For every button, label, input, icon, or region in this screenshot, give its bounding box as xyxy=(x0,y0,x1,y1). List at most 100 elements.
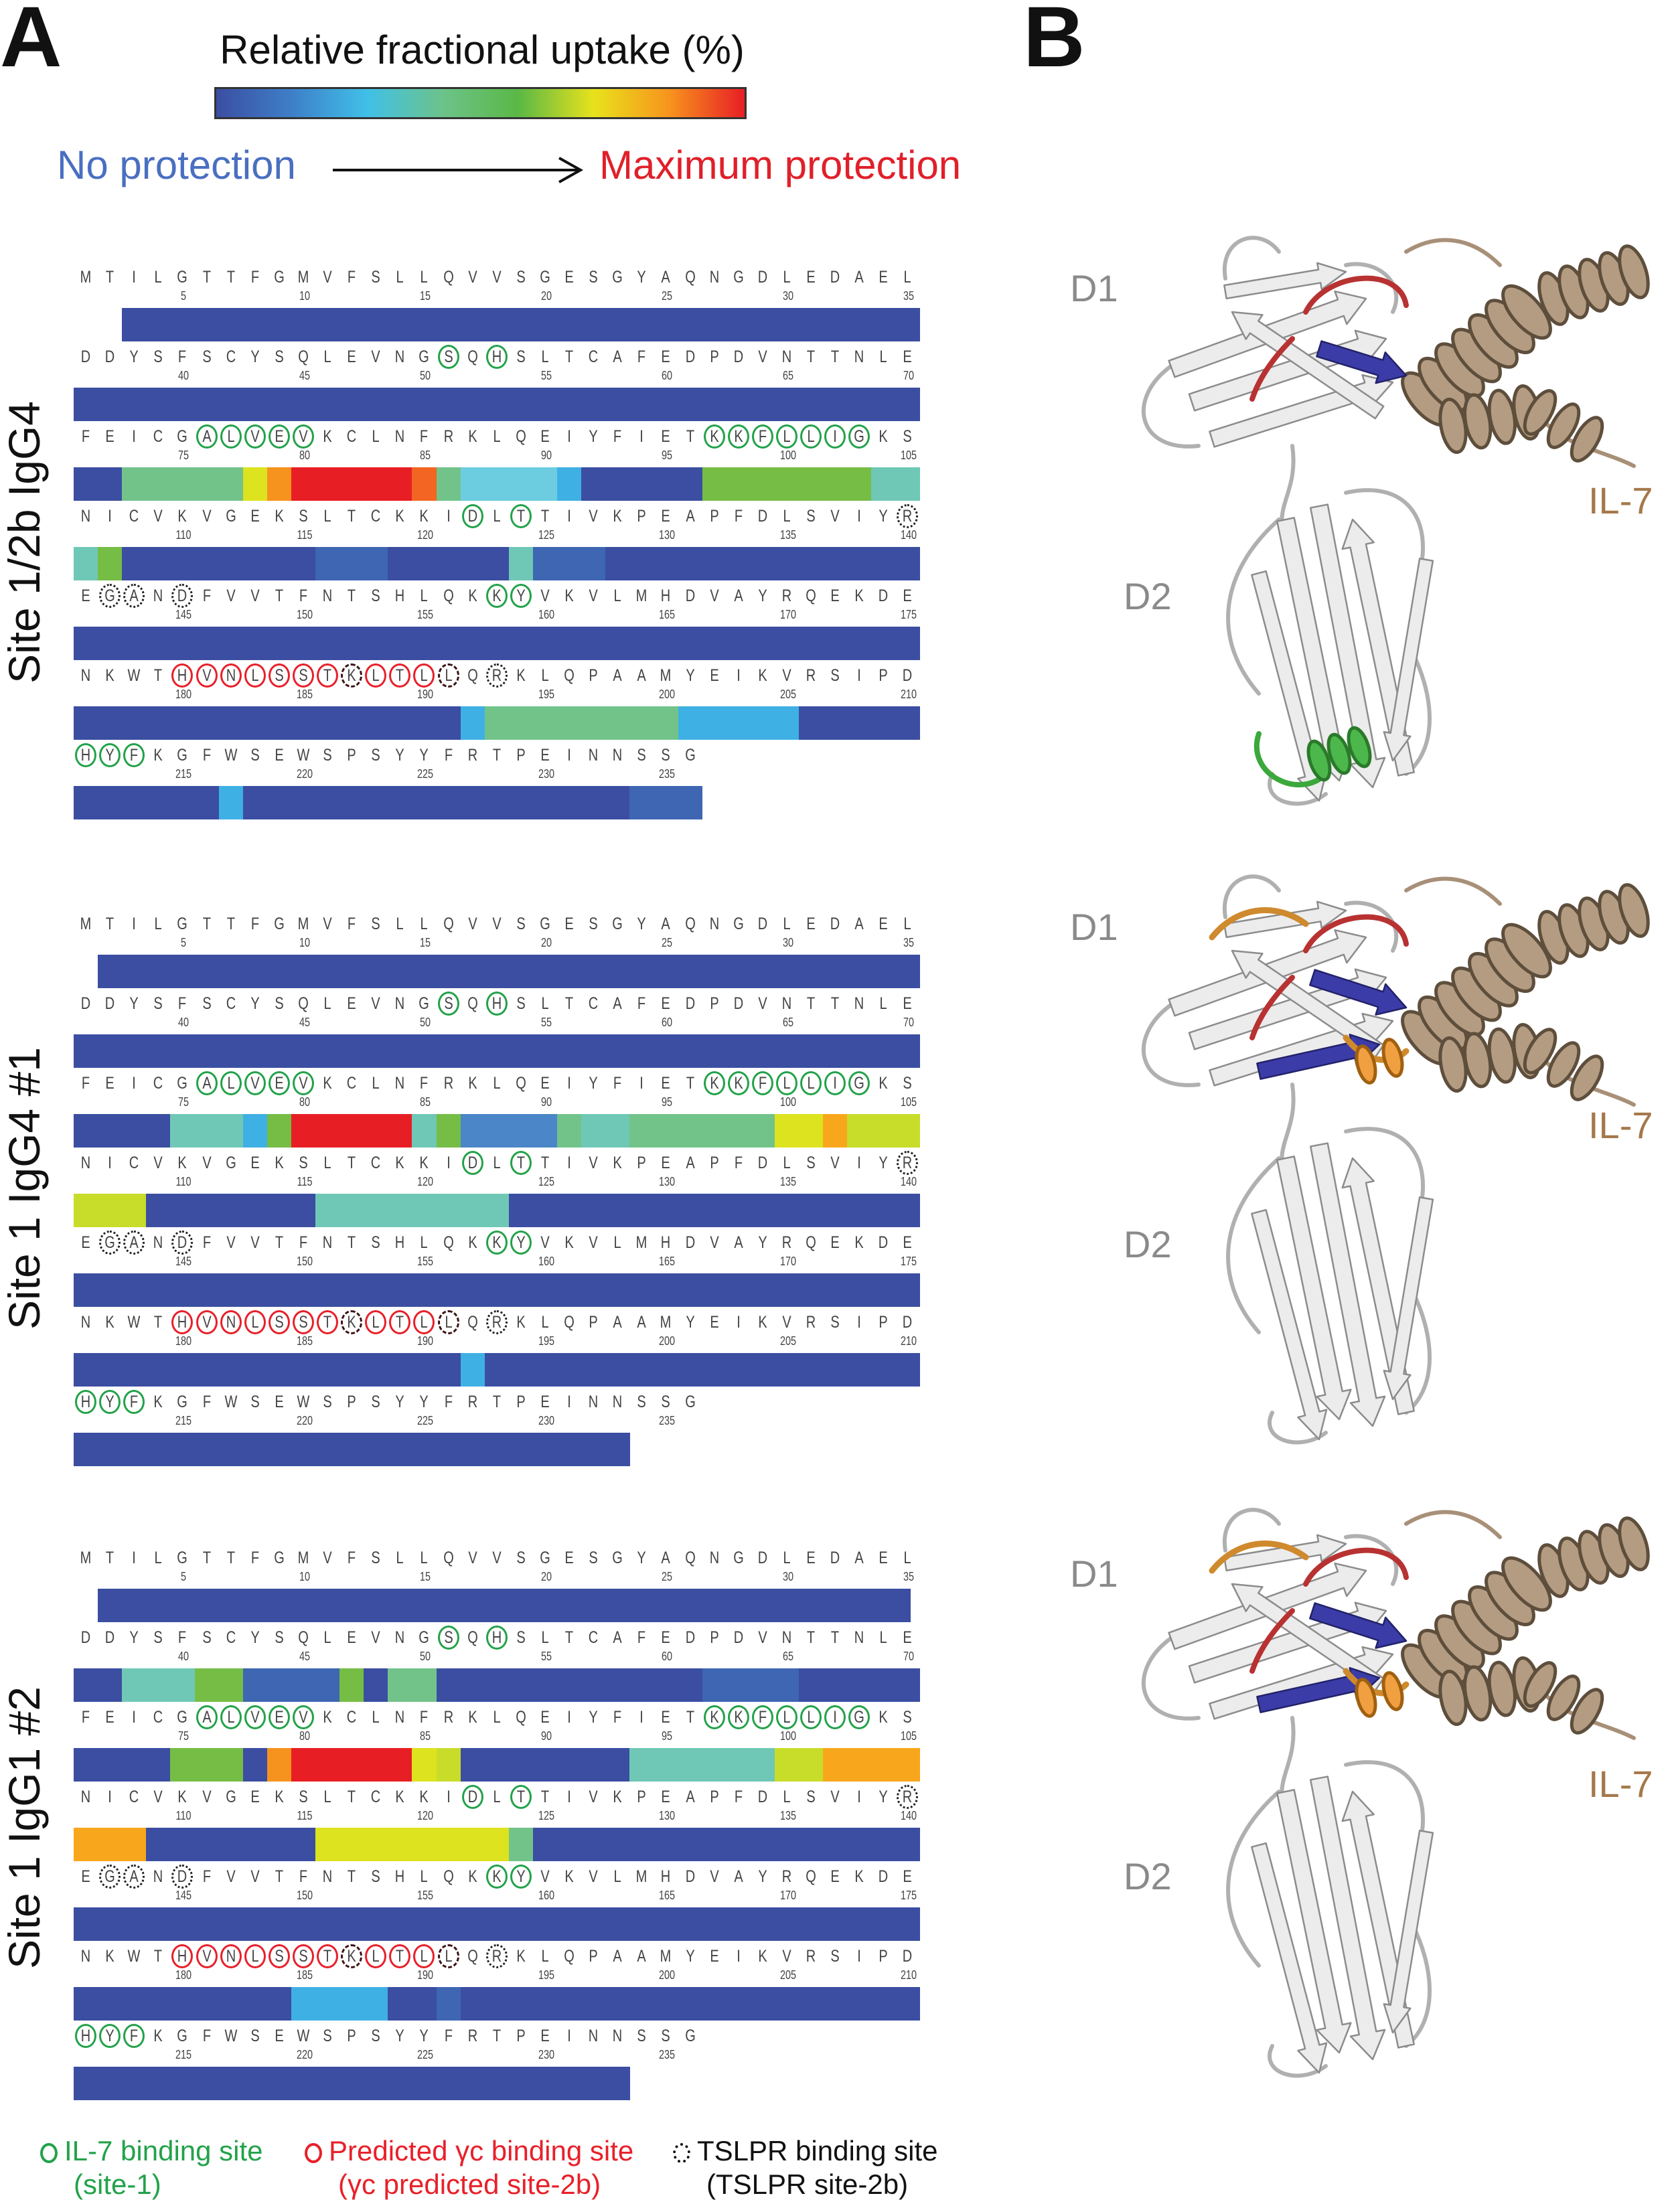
residue-number: 15 xyxy=(420,289,431,303)
residue: E xyxy=(81,586,90,605)
residue: D xyxy=(903,1947,913,1966)
residue: F xyxy=(178,347,187,366)
residue: K xyxy=(613,1788,622,1806)
residue: T xyxy=(202,915,211,933)
residue: T xyxy=(105,268,115,287)
residue: E xyxy=(709,666,719,685)
highlight-loop-red xyxy=(1249,1608,1295,1674)
residue: G xyxy=(177,427,188,446)
residue: N xyxy=(588,2027,599,2045)
residue-number: 45 xyxy=(299,1016,310,1029)
d1-domain-label: D1 xyxy=(1070,906,1118,948)
residue: S xyxy=(275,347,284,366)
residue-number: 15 xyxy=(420,936,431,949)
residue: I xyxy=(639,1708,644,1727)
residue: I xyxy=(446,507,451,526)
residue: F xyxy=(347,268,356,287)
residue: W xyxy=(127,1313,141,1332)
residue: G xyxy=(177,1549,188,1567)
uptake-segment xyxy=(74,627,920,660)
uptake-segment xyxy=(74,1194,147,1227)
residue: E xyxy=(661,1154,671,1172)
residue: E xyxy=(806,1549,816,1567)
residue: F xyxy=(81,1074,90,1093)
residue: Q xyxy=(516,1708,526,1727)
residue: F xyxy=(637,994,646,1013)
residue-number: 210 xyxy=(901,1334,917,1348)
residue: L xyxy=(613,586,621,605)
residue-number: 140 xyxy=(901,528,917,542)
residue: N xyxy=(80,1154,91,1172)
il7-binding-marker xyxy=(75,1390,96,1414)
il7-binding-marker xyxy=(485,345,508,369)
il7-helix xyxy=(1523,1661,1604,1735)
residue-number: 135 xyxy=(779,1809,796,1822)
circle-icon xyxy=(673,2143,690,2163)
residue: C xyxy=(588,347,599,366)
residue: L xyxy=(493,1074,501,1093)
residue: P xyxy=(589,1313,598,1332)
residue-number: 65 xyxy=(782,369,793,382)
residue: T xyxy=(806,1628,816,1647)
residue: Q xyxy=(806,1867,816,1886)
residue: L xyxy=(420,586,428,605)
residue-number: 225 xyxy=(417,767,434,781)
residue-number: 80 xyxy=(299,1095,310,1109)
residue: S xyxy=(371,586,380,605)
residue: E xyxy=(275,746,284,765)
residue-number: 160 xyxy=(538,608,554,621)
residue: C xyxy=(153,1074,163,1093)
uptake-segment xyxy=(702,467,872,501)
residue: S xyxy=(323,746,332,765)
residue: Q xyxy=(443,586,454,605)
residue-number: 170 xyxy=(779,608,796,621)
residue: L xyxy=(323,1788,331,1806)
loop xyxy=(1404,1290,1432,1415)
residue: N xyxy=(80,507,91,526)
il7-binding-marker xyxy=(461,1785,483,1809)
uptake-segment xyxy=(605,547,920,580)
residue-number: 180 xyxy=(175,688,192,701)
residue: V xyxy=(467,1549,477,1567)
il7-binding-marker xyxy=(775,1705,797,1729)
residue: K xyxy=(758,1313,767,1332)
residue: F xyxy=(347,915,356,933)
residue-number: 190 xyxy=(417,1334,434,1348)
residue: E xyxy=(105,1074,115,1093)
residue: G xyxy=(684,2027,696,2045)
residue: S xyxy=(371,746,380,765)
uptake-segment xyxy=(460,467,558,501)
residue-number: 70 xyxy=(903,1016,915,1029)
residue: F xyxy=(734,1788,743,1806)
residue: Y xyxy=(129,347,139,366)
residue: T xyxy=(540,1788,550,1806)
residue: S xyxy=(903,1074,913,1093)
residue: D xyxy=(104,994,115,1013)
residue: P xyxy=(516,746,526,765)
residue: C xyxy=(588,1628,599,1647)
residue: D xyxy=(685,994,695,1013)
residue: L xyxy=(493,1708,501,1727)
residue: A xyxy=(854,268,864,287)
residue-number: 110 xyxy=(175,1809,192,1822)
residue-number: 205 xyxy=(779,688,796,701)
residue: R xyxy=(781,586,792,605)
residue: Y xyxy=(879,1154,888,1172)
residue: F xyxy=(420,1074,429,1093)
il7-binding-marker xyxy=(775,1071,797,1095)
residue: E xyxy=(661,1628,671,1647)
residue: F xyxy=(299,586,308,605)
tslpr-binding-marker xyxy=(485,663,508,688)
residue-number: 195 xyxy=(538,688,554,701)
residue: R xyxy=(443,427,453,446)
il7-binding-marker xyxy=(727,1071,749,1095)
residue: V xyxy=(323,268,332,287)
residue-number: 220 xyxy=(296,767,313,781)
residue: D xyxy=(733,994,743,1013)
tslpr-binding-marker xyxy=(485,1944,508,1968)
legend-sublabel: (γc predicted site-2b) xyxy=(338,2168,601,2200)
residue: S xyxy=(275,1628,284,1647)
residue-number: 40 xyxy=(178,1650,189,1663)
residue: V xyxy=(540,586,550,605)
residue: L xyxy=(420,915,428,933)
